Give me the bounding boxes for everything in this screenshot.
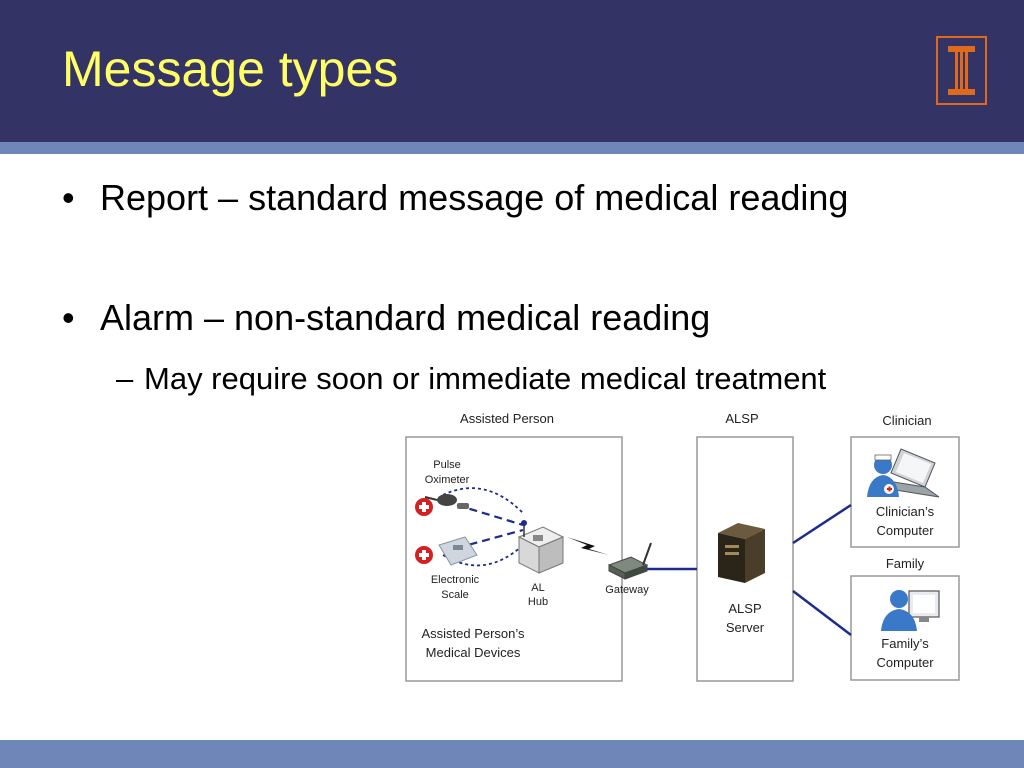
alsp-header: ALSP bbox=[725, 411, 758, 426]
bullet-text: Report – standard message of medical rea… bbox=[100, 177, 849, 218]
devices-caption-2: Medical Devices bbox=[426, 645, 521, 660]
red-cross-icon bbox=[415, 498, 433, 516]
scale-label-1: Electronic bbox=[431, 574, 480, 586]
server-clinician-link bbox=[792, 503, 852, 545]
clinician-header: Clinician bbox=[882, 413, 931, 428]
al-hub-icon bbox=[517, 520, 565, 574]
pulse-label-1: Pulse bbox=[433, 459, 461, 471]
hub-label-1: AL bbox=[531, 582, 544, 594]
electronic-scale-icon bbox=[438, 536, 478, 566]
assisted-person-box bbox=[405, 436, 623, 682]
family-computer-label-1: Family’s bbox=[881, 636, 929, 651]
title-bar: Message types bbox=[0, 0, 1024, 142]
bullet-marker: • bbox=[62, 297, 75, 338]
clinician-computer-label-2: Computer bbox=[876, 523, 934, 538]
server-tower-icon bbox=[718, 523, 765, 583]
bullet-alarm: • Alarm – non-standard medical reading bbox=[62, 296, 922, 340]
server-label-1: ALSP bbox=[728, 601, 761, 616]
gateway-router-icon bbox=[607, 542, 652, 580]
bullet-report: • Report – standard message of medical r… bbox=[62, 176, 922, 220]
family-header: Family bbox=[886, 556, 925, 571]
sub-bullet-treatment: – May require soon or immediate medical … bbox=[116, 358, 876, 400]
server-family-link bbox=[792, 590, 852, 636]
gateway-label: Gateway bbox=[605, 584, 649, 596]
sub-bullet-marker: – bbox=[116, 361, 134, 396]
clinician-laptop-icon bbox=[874, 448, 940, 498]
slide-title: Message types bbox=[62, 41, 399, 97]
pulse-oximeter-icon bbox=[424, 494, 469, 509]
bottom-accent-band bbox=[0, 740, 1024, 768]
oximeter-hub-wireless bbox=[442, 487, 524, 514]
bullet-marker: • bbox=[62, 177, 75, 218]
oximeter-hub-dash bbox=[456, 503, 524, 527]
scale-hub-wireless bbox=[442, 544, 524, 567]
top-accent-band bbox=[0, 142, 1024, 154]
pulse-label-2: Oximeter bbox=[425, 474, 470, 486]
university-logo bbox=[936, 36, 987, 105]
hub-label-2: Hub bbox=[528, 596, 548, 608]
server-label-2: Server bbox=[726, 620, 765, 635]
assisted-person-header: Assisted Person bbox=[460, 411, 554, 426]
devices-caption-1: Assisted Person’s bbox=[421, 626, 525, 641]
logo-i-glyph bbox=[948, 46, 975, 95]
clinician-computer-label-1: Clinician’s bbox=[876, 504, 935, 519]
sub-bullet-text: May require soon or immediate medical tr… bbox=[144, 361, 827, 396]
wireless-bolt-icon bbox=[567, 537, 609, 555]
red-cross-icon bbox=[415, 546, 433, 564]
scale-label-2: Scale bbox=[441, 589, 469, 601]
family-monitor-icon bbox=[908, 590, 940, 622]
family-computer-label-2: Computer bbox=[876, 655, 934, 670]
scale-hub-dash bbox=[456, 528, 524, 550]
family-person-icon bbox=[881, 590, 917, 631]
clinician-person-icon bbox=[867, 454, 899, 497]
system-architecture-diagram: Assisted Person ALSP Clinician Family Pu… bbox=[405, 411, 960, 682]
bullet-text: Alarm – non-standard medical reading bbox=[100, 297, 711, 338]
